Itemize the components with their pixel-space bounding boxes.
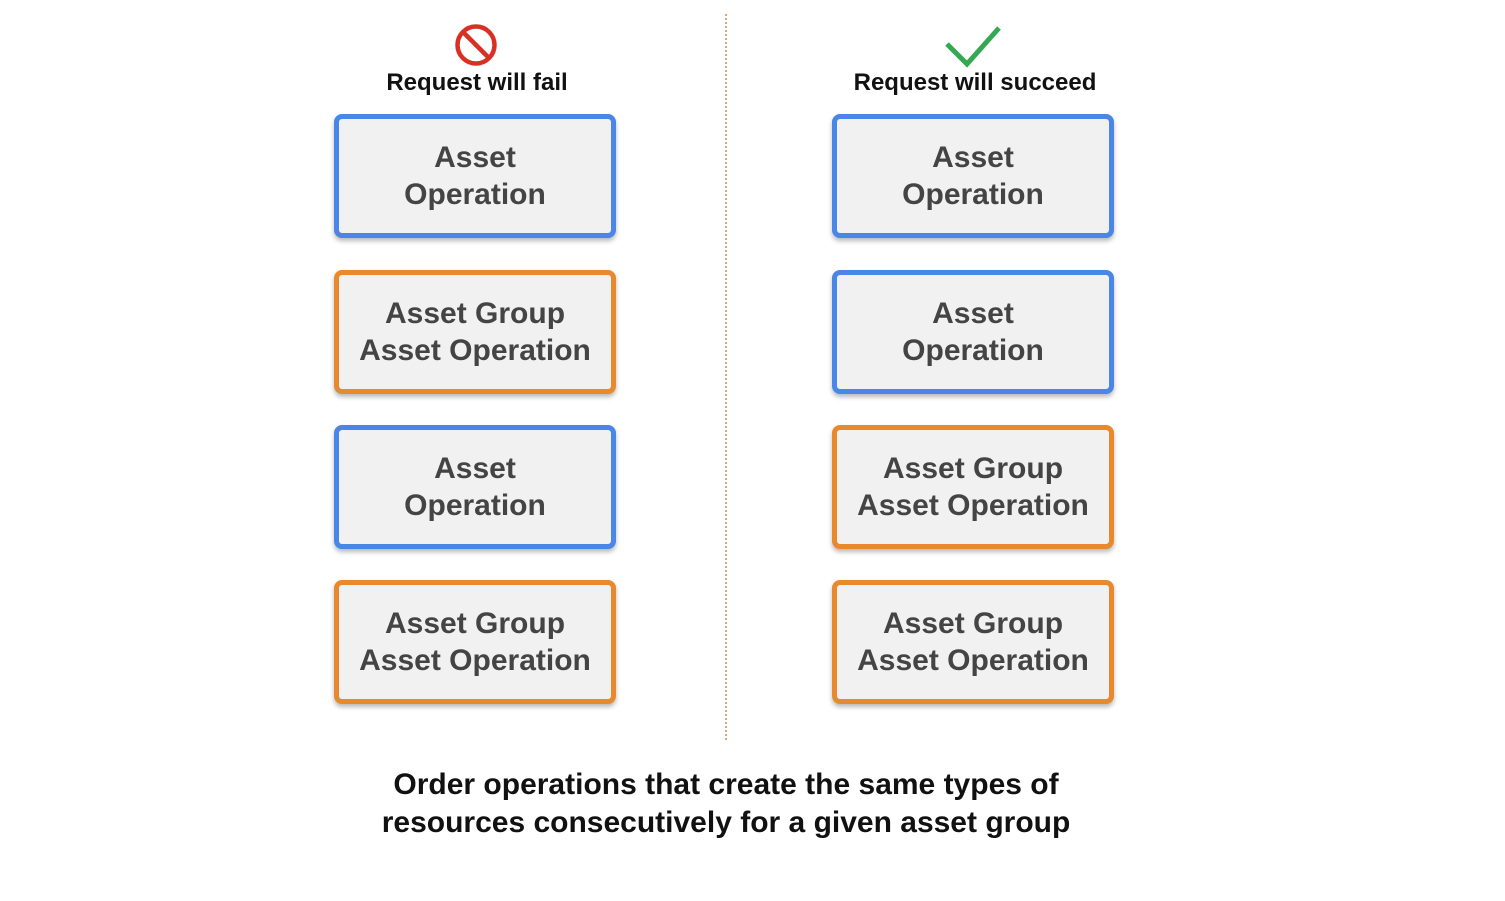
column-divider <box>725 14 727 740</box>
asset-operation-box: Asset Operation <box>832 270 1114 394</box>
box-line: Asset Operation <box>359 644 591 677</box>
box-line: Asset Group <box>882 452 1064 485</box>
asset-group-asset-operation-box: Asset Group Asset Operation <box>832 580 1114 704</box>
box-line: Operation <box>902 334 1044 367</box>
prohibited-icon <box>455 24 497 66</box>
box-line: Asset Group <box>384 607 566 640</box>
asset-group-asset-operation-box: Asset Group Asset Operation <box>832 425 1114 549</box>
caption-line: Order operations that create the same ty… <box>393 768 1059 801</box>
box-line: Asset Operation <box>359 334 591 367</box>
asset-operation-box: Asset Operation <box>334 425 616 549</box>
caption-line: resources consecutively for a given asse… <box>381 806 1071 839</box>
box-line: Asset Group <box>882 607 1064 640</box>
box-line: Operation <box>404 178 546 211</box>
box-line: Operation <box>902 178 1044 211</box>
box-line: Asset <box>434 141 516 174</box>
box-line: Asset Operation <box>857 489 1089 522</box>
checkmark-icon <box>945 26 1001 68</box>
box-line: Asset <box>434 452 516 485</box>
asset-group-asset-operation-box: Asset Group Asset Operation <box>334 580 616 704</box>
success-column-heading: Request will succeed <box>853 69 1097 96</box>
asset-group-asset-operation-box: Asset Group Asset Operation <box>334 270 616 394</box>
box-line: Asset <box>932 141 1014 174</box>
asset-operation-box: Asset Operation <box>334 114 616 238</box>
box-line: Asset Group <box>384 297 566 330</box>
box-line: Asset Operation <box>857 644 1089 677</box>
asset-operation-box: Asset Operation <box>832 114 1114 238</box>
fail-column-heading: Request will fail <box>386 69 568 96</box>
box-line: Asset <box>932 297 1014 330</box>
diagram-caption: Order operations that create the same ty… <box>326 766 1126 842</box>
box-line: Operation <box>404 489 546 522</box>
